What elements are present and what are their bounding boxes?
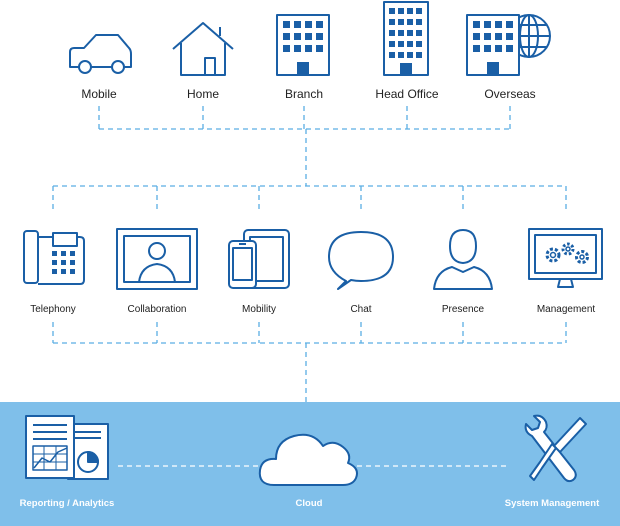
connector-lines bbox=[52, 106, 567, 402]
service-label-chat: Chat bbox=[350, 304, 372, 315]
speech-bubble-icon bbox=[328, 231, 394, 290]
service-label-collaboration: Collaboration bbox=[127, 304, 187, 315]
house-icon bbox=[172, 22, 234, 76]
location-label-mobile: Mobile bbox=[81, 87, 117, 101]
service-label-telephony: Telephony bbox=[30, 304, 76, 315]
wrench-screwdriver-icon bbox=[524, 414, 587, 483]
location-label-overseas: Overseas bbox=[484, 87, 536, 101]
service-label-presence: Presence bbox=[441, 304, 485, 315]
video-screen-icon bbox=[116, 228, 198, 290]
person-silhouette-icon bbox=[433, 229, 493, 290]
cloud-row-label-system-management: System Management bbox=[504, 498, 600, 509]
monitor-gears-icon bbox=[528, 228, 603, 288]
reports-charts-icon bbox=[25, 415, 109, 480]
cloud-icon bbox=[258, 433, 358, 486]
service-label-management: Management bbox=[536, 304, 596, 315]
car-icon bbox=[69, 34, 132, 74]
service-label-mobility: Mobility bbox=[242, 304, 276, 315]
tall-office-building-icon bbox=[383, 1, 429, 76]
location-label-branch: Branch bbox=[284, 87, 324, 101]
cloud-row-label-cloud: Cloud bbox=[295, 498, 323, 509]
location-label-head-office: Head Office bbox=[375, 87, 439, 101]
building-globe-icon bbox=[466, 14, 551, 76]
desk-phone-icon bbox=[23, 230, 85, 285]
office-building-icon bbox=[276, 14, 330, 76]
cloud-row-label-reporting: Reporting / Analytics bbox=[19, 498, 115, 509]
location-label-home: Home bbox=[186, 87, 220, 101]
phone-tablet-icon bbox=[228, 229, 290, 289]
